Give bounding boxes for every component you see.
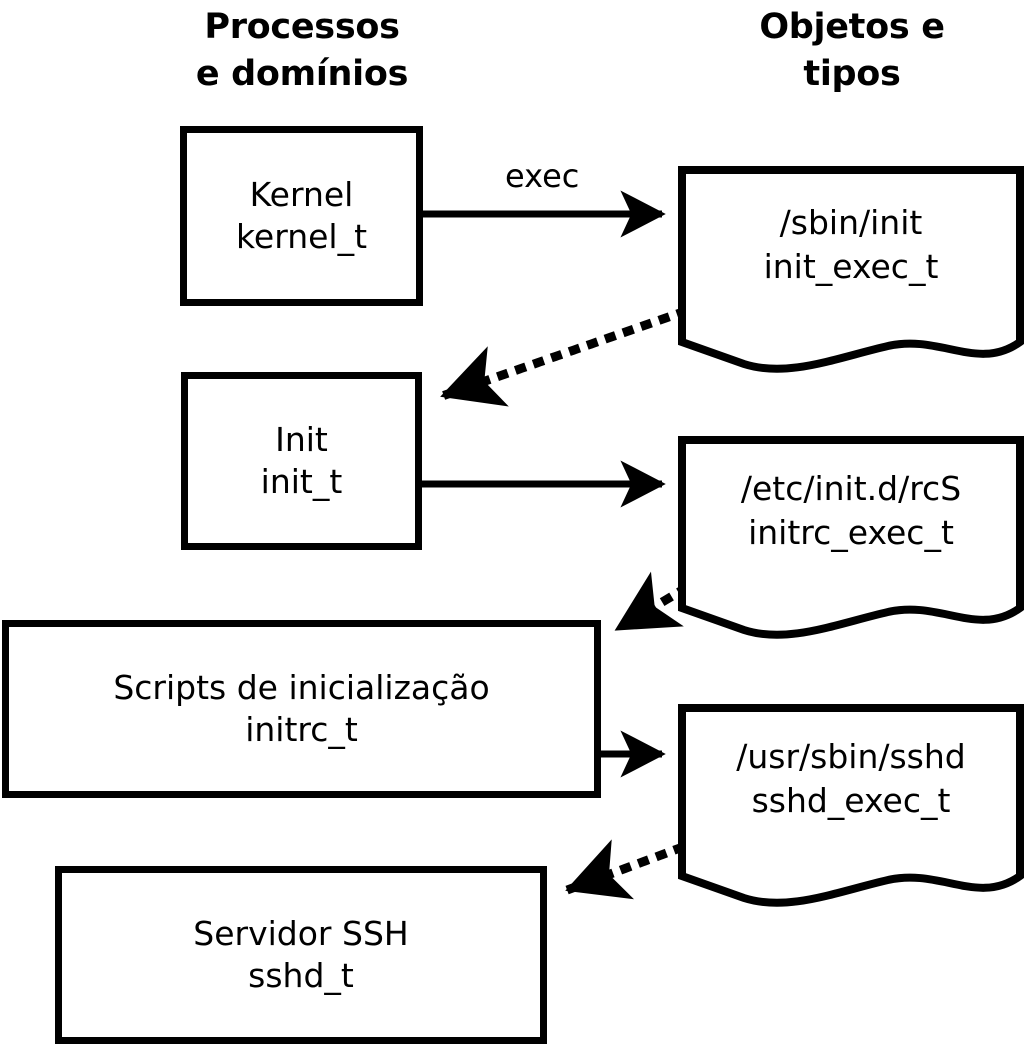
process-node-init[interactable]: Init init_t <box>181 372 422 550</box>
edge-initrc-exec-to-initrc <box>612 571 691 635</box>
object-node-init-exec[interactable]: /sbin/init init_exec_t <box>678 166 1024 382</box>
object-node-sshd-exec-line1: /usr/sbin/sshd <box>736 737 966 776</box>
object-node-initrc-exec[interactable]: /etc/init.d/rcS initrc_exec_t <box>678 436 1024 648</box>
process-node-initrc-line1: Scripts de inicialização <box>113 667 490 707</box>
process-node-initrc[interactable]: Scripts de inicialização initrc_t <box>2 620 601 798</box>
process-node-kernel-line2: kernel_t <box>235 217 368 256</box>
edge-label-exec: exec <box>505 157 580 195</box>
object-node-sshd-exec-line2: sshd_exec_t <box>751 781 951 820</box>
object-node-sshd-exec[interactable]: /usr/sbin/sshd sshd_exec_t <box>678 704 1024 916</box>
column-header-objetos: Objetos e tipos <box>759 7 945 95</box>
process-node-kernel-line1: Kernel <box>249 174 354 214</box>
process-node-initrc-line2: initrc_t <box>245 710 358 749</box>
edge-init-exec-to-init <box>439 306 689 407</box>
process-node-init-line2: init_t <box>260 462 343 501</box>
document-shape-icon <box>678 704 1024 907</box>
object-node-initrc-exec-line1: /etc/init.d/rcS <box>740 469 962 508</box>
object-node-initrc-exec-line2: initrc_exec_t <box>748 513 954 552</box>
edge-sshd-exec-to-sshd <box>564 839 686 900</box>
process-node-init-line1: Init <box>275 419 328 459</box>
process-node-sshd[interactable]: Servidor SSH sshd_t <box>55 866 547 1044</box>
document-shape-icon <box>678 166 1024 373</box>
process-node-sshd-line1: Servidor SSH <box>193 913 409 953</box>
process-node-sshd-line2: sshd_t <box>248 956 354 995</box>
process-node-kernel[interactable]: Kernel kernel_t <box>180 126 423 306</box>
object-node-init-exec-line2: init_exec_t <box>763 247 939 286</box>
document-shape-icon <box>678 436 1024 639</box>
column-header-processos: Processos e domínios <box>195 7 409 95</box>
object-node-init-exec-line1: /sbin/init <box>779 203 923 242</box>
